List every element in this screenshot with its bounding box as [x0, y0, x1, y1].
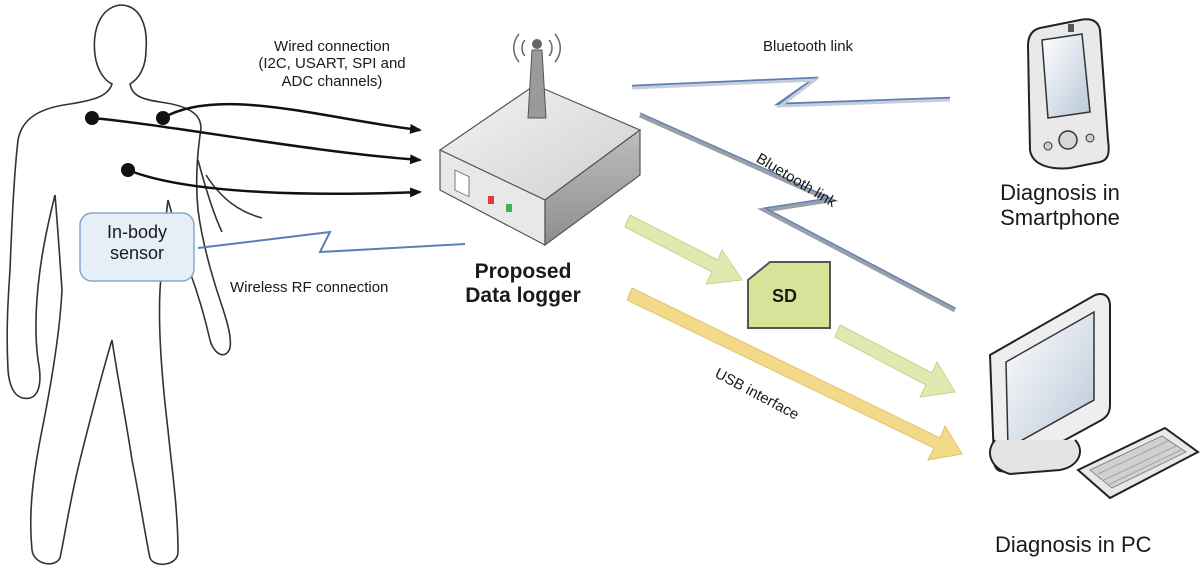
in-body-sensor-box — [79, 212, 195, 282]
in-body-line2: sensor — [109, 242, 165, 263]
logger-line1: Proposed — [474, 260, 572, 283]
pc-monitor-icon — [988, 293, 1111, 476]
bluetooth-link-shadow — [631, 78, 951, 108]
wired-label-line2: (I2C, USART, SPI and — [258, 55, 406, 73]
sd-card-label: SD — [772, 286, 798, 306]
keyboard-icon — [1076, 426, 1200, 500]
in-body-sensor-label: In-body sensor — [80, 222, 194, 263]
sd-arrow-in — [624, 214, 743, 285]
electrode-dot — [156, 111, 170, 125]
wired-label-line1: Wired connection — [274, 38, 390, 55]
pc-diagnosis-label: Diagnosis in PC — [995, 532, 1152, 557]
usb-arrow — [626, 287, 963, 461]
wireless-rf-link — [197, 230, 466, 254]
data-logger-label: Proposed Data logger — [448, 260, 598, 308]
bluetooth-link-pc-edge — [639, 112, 956, 309]
wired-arrows — [91, 102, 422, 198]
bluetooth-link-smartphone — [631, 76, 951, 106]
bluetooth-link-pc — [638, 112, 957, 313]
smartphone-icon — [1026, 18, 1110, 170]
smartphone-line2: Smartphone — [1000, 205, 1120, 231]
smartphone-diagnosis-label: Diagnosis in Smartphone — [970, 180, 1150, 231]
sd-arrow-out — [834, 324, 956, 398]
wired-label-line3: ADC channels) — [281, 72, 383, 90]
smartphone-line1: Diagnosis in — [1000, 180, 1120, 205]
wired-connection-label: Wired connection (I2C, USART, SPI and AD… — [232, 38, 432, 90]
in-body-line1: In-body — [106, 222, 168, 242]
sd-card-icon — [747, 261, 831, 329]
electrode-dot — [121, 163, 135, 177]
data-logger-icon — [438, 84, 642, 247]
bluetooth-link-label-top: Bluetooth link — [763, 38, 854, 55]
human-body-icon — [6, 4, 263, 565]
electrode-dot — [85, 111, 99, 125]
antenna-icon — [513, 33, 561, 119]
logger-line2: Data logger — [465, 284, 581, 308]
wireless-rf-label: Wireless RF connection — [230, 279, 389, 296]
